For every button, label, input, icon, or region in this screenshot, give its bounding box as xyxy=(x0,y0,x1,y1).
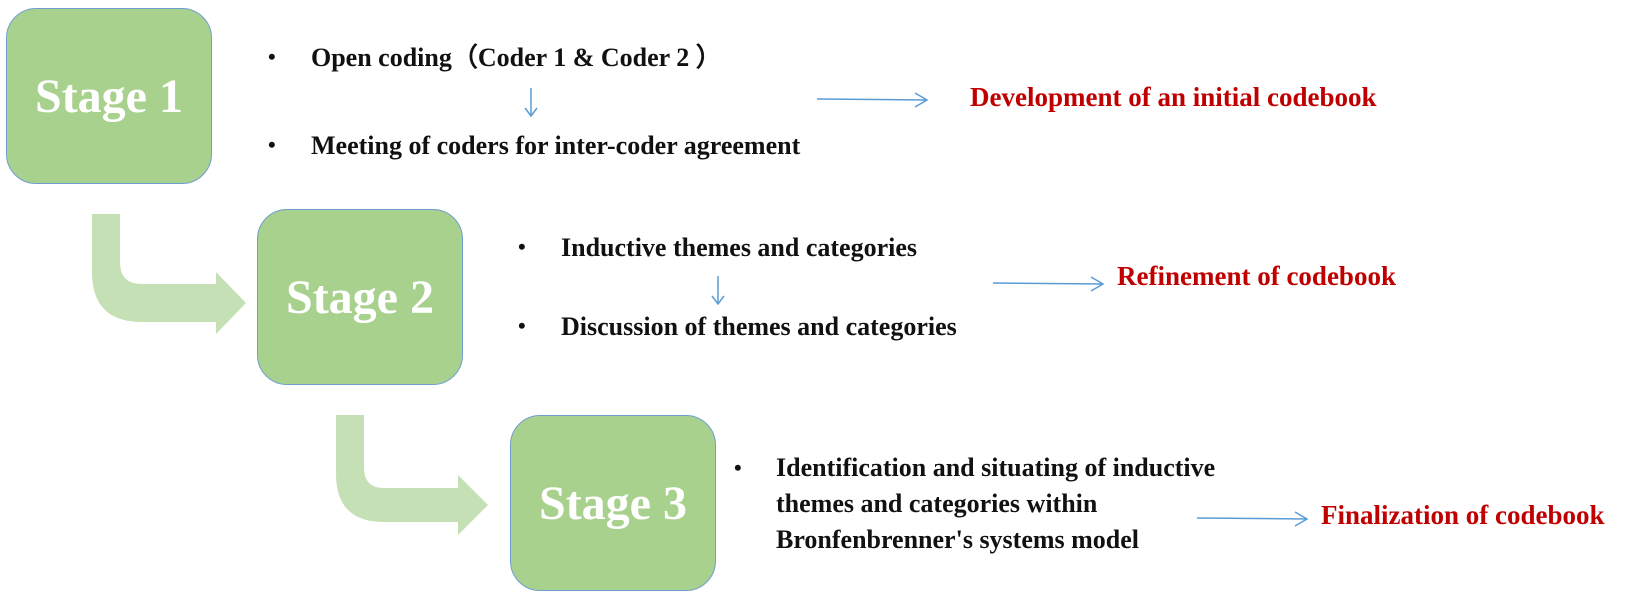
down-arrow-stage1 xyxy=(524,88,538,118)
stage-3-item-line-1: Identification and situating of inductiv… xyxy=(776,453,1216,482)
bullet-stage2-item1: • xyxy=(518,234,526,259)
right-arrow-stage3 xyxy=(1196,511,1309,527)
stage-3-label: Stage 3 xyxy=(539,476,687,530)
stage-1-label: Stage 1 xyxy=(35,69,183,123)
stage-2-item-1: Inductive themes and categories xyxy=(561,233,918,262)
down-arrow-stage2 xyxy=(711,276,725,306)
stage-1-outcome: Development of an initial codebook xyxy=(970,82,1377,112)
stage-2-label: Stage 2 xyxy=(286,270,434,324)
bent-arrow-stage2-to-stage3 xyxy=(336,415,488,535)
bullet-stage1-item2: • xyxy=(268,132,276,157)
stage-1-box: Stage 1 xyxy=(6,8,212,184)
right-arrow-stage1 xyxy=(816,92,929,108)
stage-3-outcome: Finalization of codebook xyxy=(1321,500,1605,530)
bullet-stage1-item1: • xyxy=(268,44,276,69)
bullet-stage3-item1: • xyxy=(734,455,742,480)
stage-3-item-line-3: Bronfenbrenner's systems model xyxy=(776,525,1140,554)
stage-3-box: Stage 3 xyxy=(510,415,716,591)
stage-2-box: Stage 2 xyxy=(257,209,463,385)
stage-2-outcome: Refinement of codebook xyxy=(1117,261,1396,291)
stage-3-item-line-2: themes and categories within xyxy=(776,489,1098,518)
stage-1-item-1: Open coding（Coder 1 & Coder 2 ） xyxy=(311,43,722,72)
bullet-stage2-item2: • xyxy=(518,313,526,338)
bent-arrow-stage1-to-stage2 xyxy=(92,214,246,334)
stage-1-item-2: Meeting of coders for inter-coder agreem… xyxy=(311,131,801,160)
right-arrow-stage2 xyxy=(992,276,1105,292)
stage-2-item-2: Discussion of themes and categories xyxy=(561,312,957,341)
